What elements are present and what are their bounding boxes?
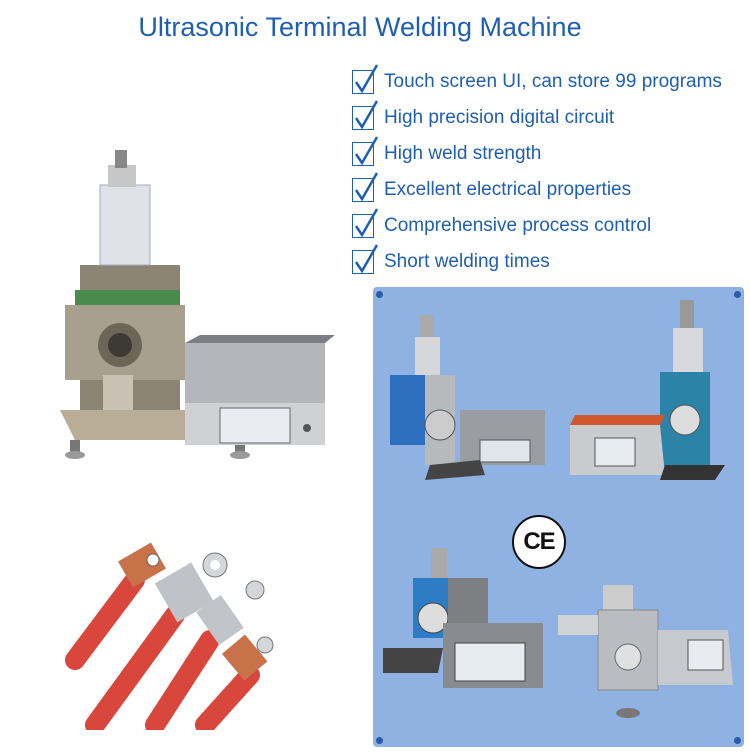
- feature-text: Excellent electrical properties: [384, 179, 632, 200]
- gallery-photo-compact-welder: [383, 548, 543, 688]
- panel-rivet: [734, 737, 741, 744]
- feature-text: Comprehensive process control: [384, 215, 652, 236]
- feature-text: High precision digital circuit: [384, 107, 615, 128]
- feature-item: Comprehensive process control: [352, 208, 722, 244]
- ce-mark-icon: CE: [512, 515, 566, 569]
- feature-text: High weld strength: [384, 143, 542, 164]
- gallery-photo-blue-welder: [390, 315, 545, 480]
- feature-item: High weld strength: [352, 136, 722, 172]
- check-box-icon: [352, 64, 379, 94]
- page-title: Ultrasonic Terminal Welding Machine: [138, 12, 582, 42]
- feature-item: High precision digital circuit: [352, 100, 722, 136]
- gallery-photo-pneumatic-welder: [558, 585, 733, 718]
- feature-text: Short welding times: [384, 251, 550, 272]
- check-box-icon: [352, 208, 379, 238]
- terminal-samples-photo: [65, 542, 274, 730]
- feature-item: Excellent electrical properties: [352, 172, 722, 208]
- gallery-photo-teal-welder: [570, 300, 725, 480]
- panel-rivet: [734, 291, 741, 298]
- check-box-icon: [352, 136, 379, 166]
- feature-text: Touch screen UI, can store 99 programs: [384, 71, 722, 92]
- feature-item: Short welding times: [352, 244, 722, 280]
- feature-item: Touch screen UI, can store 99 programs: [352, 64, 722, 100]
- check-box-icon: [352, 244, 379, 274]
- main-machine-photo: [60, 150, 335, 459]
- feature-list: Touch screen UI, can store 99 programs H…: [352, 64, 722, 280]
- check-box-icon: [352, 172, 379, 202]
- panel-rivet: [376, 291, 383, 298]
- panel-rivet: [376, 737, 383, 744]
- check-box-icon: [352, 100, 379, 130]
